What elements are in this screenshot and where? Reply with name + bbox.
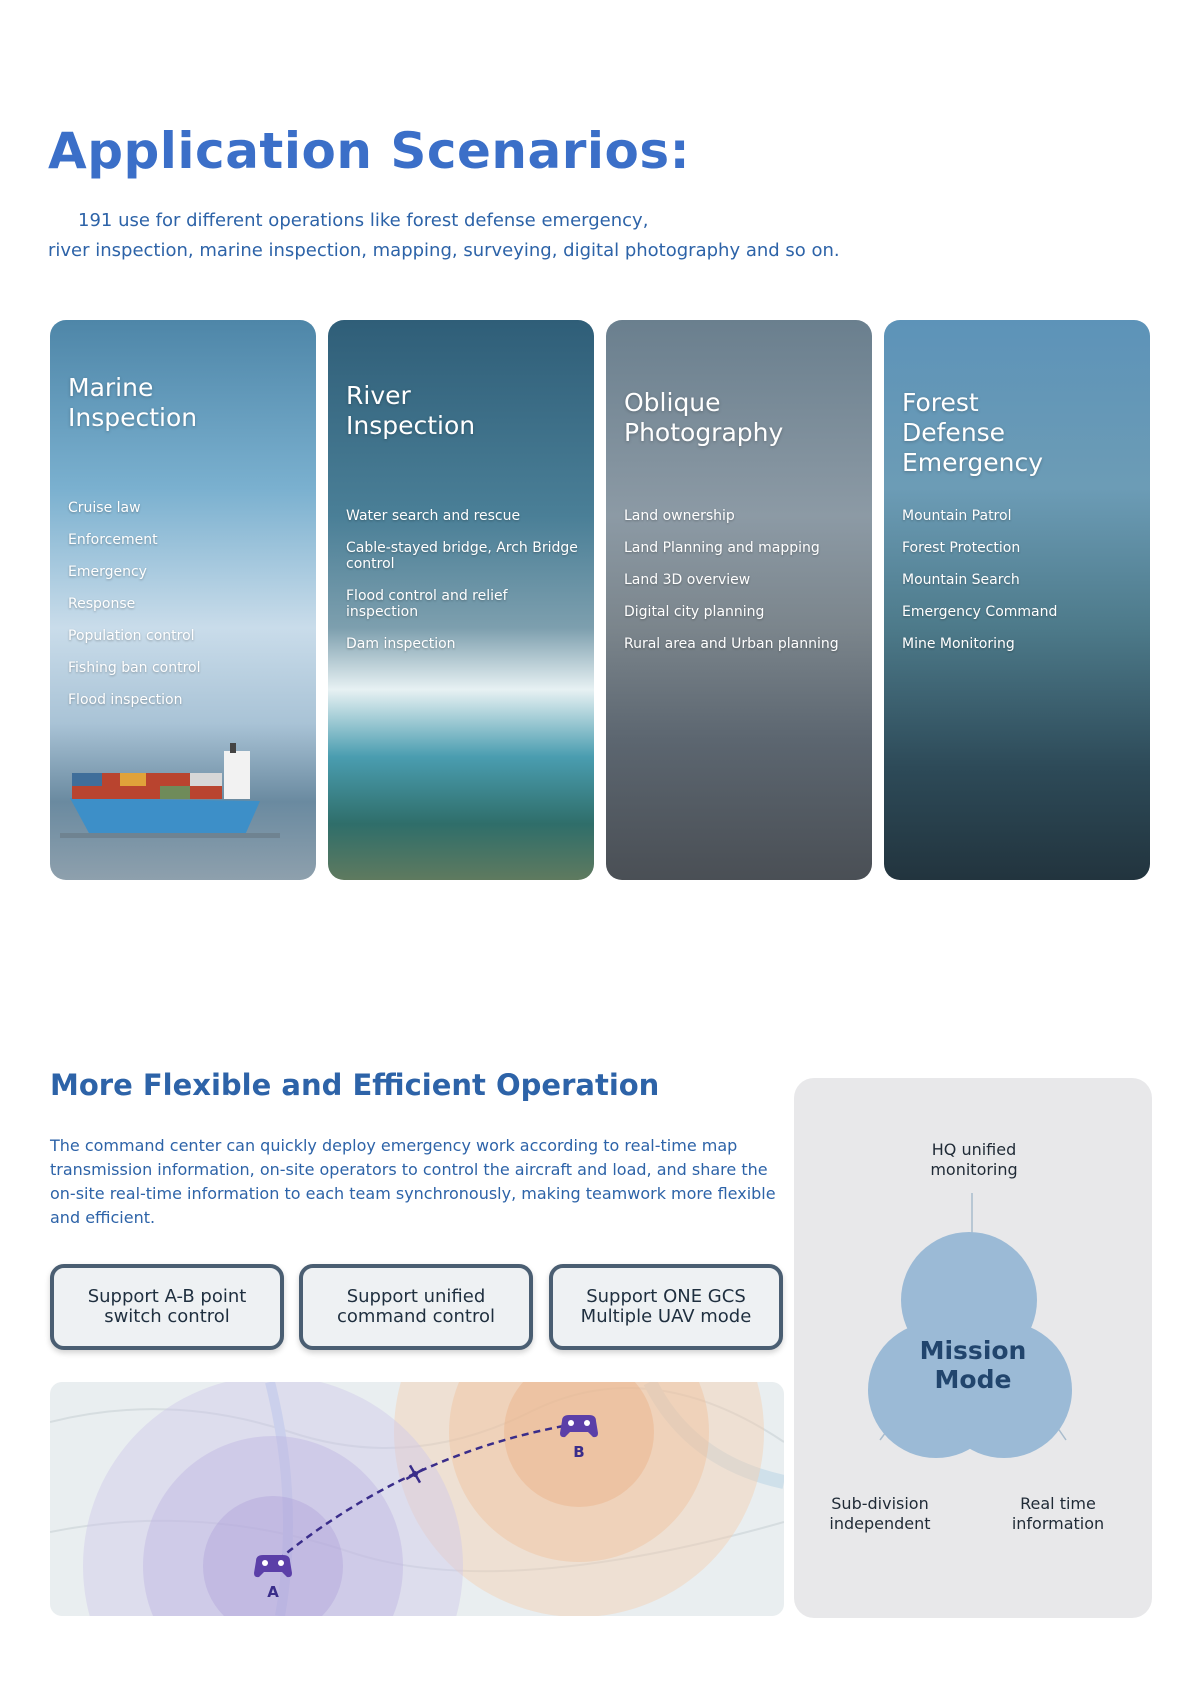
scenario-list: Land ownership Land Planning and mapping… (624, 508, 860, 668)
list-item: Forest Protection (902, 540, 1021, 556)
list-item: Digital city planning (624, 604, 765, 620)
scenario-list: Water search and rescue Cable-stayed bri… (346, 508, 582, 668)
mission-diagram (868, 1193, 1072, 1458)
list-item: Emergency (68, 564, 147, 580)
list-item: Land 3D overview (624, 572, 751, 588)
page-title: Application Scenarios: (48, 122, 691, 180)
scenario-title: Marine Inspection (68, 373, 198, 432)
list-item: Mine Monitoring (902, 636, 1015, 652)
section-title: More Flexible and Efficient Operation (50, 1068, 660, 1102)
list-item: Cruise law (68, 500, 141, 516)
list-item: Land Planning and mapping (624, 540, 820, 556)
scenario-card-oblique: Oblique Photography Land ownership Land … (606, 320, 872, 880)
list-item: Emergency Command (902, 604, 1058, 620)
map-illustration: B A (50, 1382, 784, 1616)
list-item: Cable-stayed bridge, Arch Bridge control (346, 540, 578, 572)
list-item: Fishing ban control (68, 660, 201, 676)
container-ship (60, 743, 280, 838)
list-item: Water search and rescue (346, 508, 521, 524)
intro-line-2: river inspection, marine inspection, map… (48, 240, 840, 261)
list-item: Flood control and relief inspection (346, 588, 508, 620)
scenario-title: Forest Defense Emergency (902, 388, 1044, 477)
list-item: Response (68, 596, 136, 612)
intro-text: 191 use for different operations like fo… (48, 206, 948, 266)
venn-circle-right (936, 1322, 1072, 1458)
list-item: Mountain Patrol (902, 508, 1012, 524)
list-item: Rural area and Urban planning (624, 636, 839, 652)
point-b-label: B (573, 1443, 584, 1461)
scenario-card-forest: Forest Defense Emergency Mountain Patrol… (884, 320, 1150, 880)
gamepad-icon (254, 1555, 292, 1578)
list-item: Mountain Search (902, 572, 1020, 588)
list-item: Population control (68, 628, 195, 644)
list-item: Flood inspection (68, 692, 183, 708)
section-description: The command center can quickly deploy em… (50, 1136, 776, 1227)
list-item: Dam inspection (346, 636, 456, 652)
intro-line-1: 191 use for different operations like fo… (78, 210, 649, 231)
scenario-list: Cruise law Enforcement Emergency Respons… (68, 500, 304, 724)
scenario-title: Oblique Photography (624, 388, 784, 447)
scenario-card-marine: Marine Inspection Cruise law Enforcement… (50, 320, 316, 880)
scenario-title: River Inspection (346, 381, 476, 440)
gamepad-icon (560, 1415, 598, 1438)
map-graphic: B A (50, 1382, 784, 1616)
list-item: Enforcement (68, 532, 158, 548)
point-a-label: A (267, 1583, 279, 1601)
scenario-card-river: River Inspection Water search and rescue… (328, 320, 594, 880)
list-item: Land ownership (624, 508, 735, 524)
scenario-list: Mountain Patrol Forest Protection Mounta… (902, 508, 1138, 668)
drone-icon (405, 1464, 425, 1484)
